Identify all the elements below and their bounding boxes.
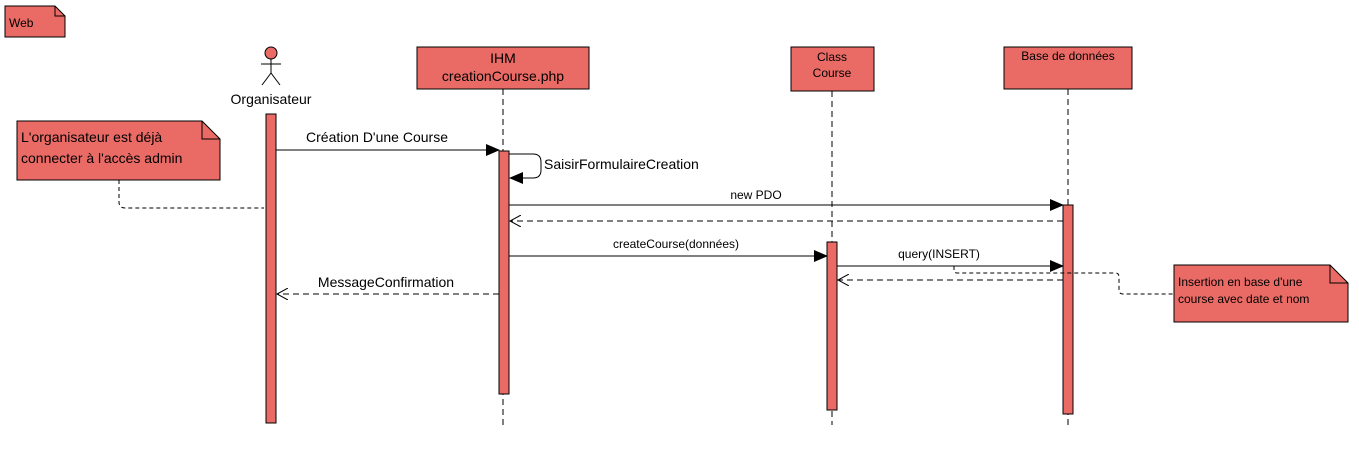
activation-db (1062, 204, 1074, 415)
lifeline-db-title: Base de données (1021, 49, 1114, 63)
lifeline-ihm-subtitle: creationCourse.php (442, 68, 564, 84)
activation-ihm (498, 150, 510, 395)
message-query-insert-label: query(INSERT) (898, 247, 980, 261)
note-admin-access-line1: L'organisateur est déjà (21, 129, 162, 145)
note-admin-access-connector (118, 180, 264, 209)
activation-organisateur (265, 113, 277, 424)
lifeline-course: Class Course (790, 46, 875, 92)
message-query-insert: query(INSERT) (837, 247, 1064, 272)
frame-label-text: Web (9, 16, 34, 30)
actor-organisateur: Organisateur (231, 46, 312, 107)
note-insertion-line1: Insertion en base d'une (1178, 275, 1303, 289)
activation-course (826, 241, 838, 411)
message-saisir-formulaire-label: SaisirFormulaireCreation (544, 156, 699, 172)
note-admin-access: L'organisateur est déjà connecter à l'ac… (16, 120, 221, 181)
note-insertion-line2: course avec date et nom (1178, 292, 1309, 306)
lifeline-db: Base de données (1003, 46, 1133, 90)
message-creation-course-label: Création D'une Course (306, 129, 448, 145)
lifeline-ihm: IHM creationCourse.php (416, 46, 590, 90)
message-new-pdo-label: new PDO (730, 188, 781, 202)
note-insertion: Insertion en base d'une course avec date… (1173, 264, 1349, 323)
message-confirmation: MessageConfirmation (277, 274, 499, 294)
frame-label: Web (4, 5, 66, 38)
message-saisir-formulaire: SaisirFormulaireCreation (509, 153, 699, 184)
message-create-course: createCourse(données) (509, 237, 828, 262)
message-creation-course: Création D'une Course (276, 129, 500, 156)
message-confirmation-label: MessageConfirmation (318, 274, 454, 290)
note-insertion-connector (953, 266, 1174, 295)
message-new-pdo: new PDO (509, 188, 1064, 211)
lifeline-course-title: Class (817, 50, 847, 64)
lifeline-ihm-title: IHM (490, 50, 516, 66)
lifeline-course-subtitle: Course (813, 66, 852, 80)
note-admin-access-line2: connecter à l'accès admin (21, 150, 182, 166)
message-create-course-label: createCourse(données) (613, 237, 739, 251)
actor-label: Organisateur (231, 91, 312, 107)
actor-head-icon (264, 46, 278, 60)
